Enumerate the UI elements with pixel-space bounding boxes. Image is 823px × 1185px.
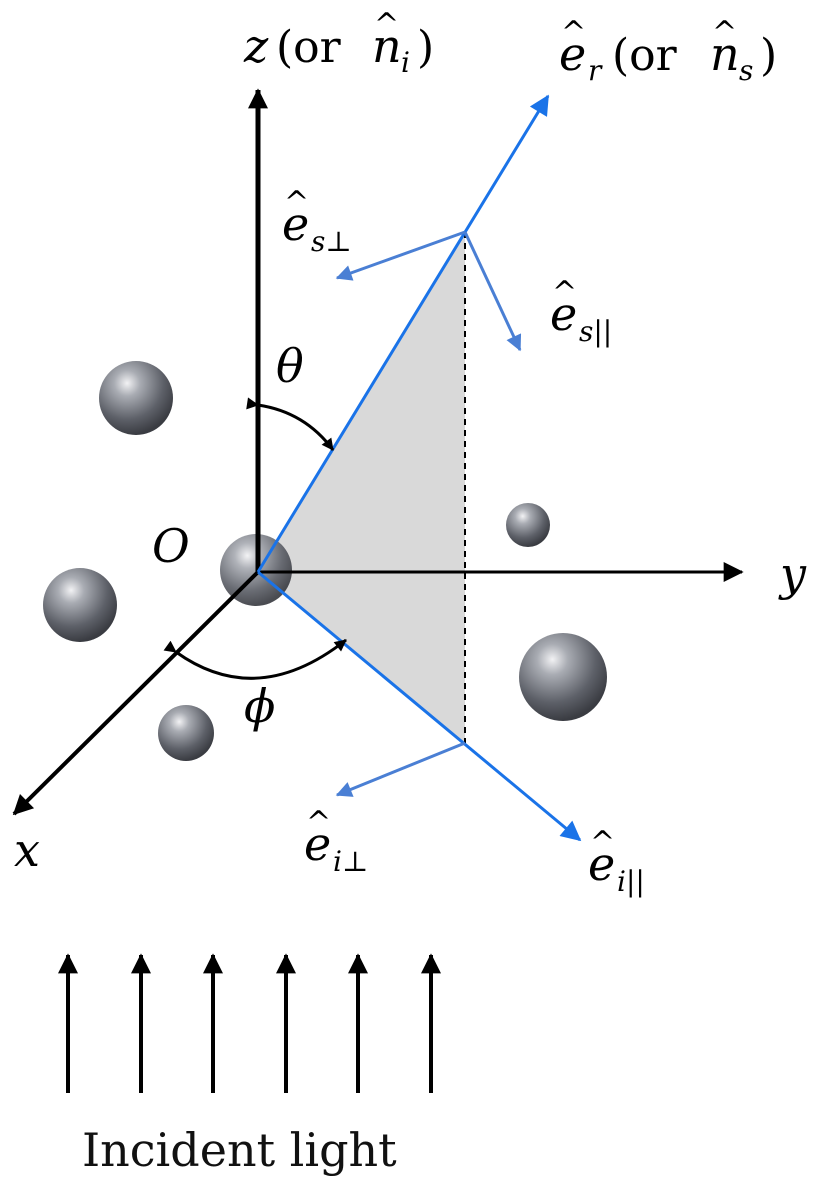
es-parallel-label: e ^ s|| xyxy=(550,275,612,348)
es-par-subscript: s|| xyxy=(579,315,612,348)
ei-perp-label: e ^ i⊥ xyxy=(304,805,368,878)
y-label: y xyxy=(778,547,807,601)
z-axis-label: z (or n ^ i ) xyxy=(243,7,434,79)
incident-light-arrows xyxy=(58,953,441,1093)
ei-parallel-label: e ^ i|| xyxy=(588,825,645,898)
ei-parallel-vector xyxy=(257,570,582,842)
ei-perp-symbol: e xyxy=(304,817,331,871)
hat-mark: ^ xyxy=(712,15,737,50)
hat-mark: ^ xyxy=(590,825,615,860)
es-parallel-vector xyxy=(463,231,522,352)
er-paren-close: ) xyxy=(760,30,777,81)
ns-symbol: n xyxy=(710,27,740,81)
phi-label: ϕ xyxy=(244,679,275,733)
scattering-plane xyxy=(258,230,465,743)
er-label: e ^ r (or n ^ s ) xyxy=(559,15,777,87)
ei-perp-vector xyxy=(335,741,466,797)
sphere-icon xyxy=(519,633,607,721)
es-perp-symbol: e xyxy=(282,197,309,251)
hat-mark: ^ xyxy=(374,7,399,42)
sphere-icon xyxy=(506,503,550,547)
hat-mark: ^ xyxy=(552,275,577,310)
sphere-icon xyxy=(43,568,117,642)
n-symbol: n xyxy=(372,19,402,73)
phi-arc xyxy=(163,638,347,680)
er-paren-open: (or xyxy=(612,30,678,81)
sphere-icon xyxy=(99,361,173,435)
ei-par-subscript: i|| xyxy=(617,865,645,898)
hat-mark: ^ xyxy=(306,805,331,840)
theta-arc xyxy=(246,397,335,451)
n-subscript: i xyxy=(401,46,410,79)
z-paren-open: (or xyxy=(276,22,342,73)
x-axis xyxy=(12,570,260,816)
theta-label: θ xyxy=(276,339,304,393)
es-perp-vector xyxy=(335,230,466,281)
z-label: z xyxy=(243,19,269,73)
er-symbol: e xyxy=(559,27,586,81)
ei-par-symbol: e xyxy=(588,837,615,891)
ns-subscript: s xyxy=(739,54,753,87)
x-label: x xyxy=(14,823,40,877)
sphere-icon xyxy=(158,705,214,761)
z-paren-close: ) xyxy=(417,22,434,73)
hat-mark: ^ xyxy=(561,15,586,50)
es-perp-subscript: s⊥ xyxy=(311,225,352,258)
er-vector xyxy=(256,94,550,573)
es-perp-label: e ^ s⊥ xyxy=(282,185,352,258)
origin-label: O xyxy=(152,519,190,573)
er-subscript: r xyxy=(588,54,603,87)
incident-light-caption: Incident light xyxy=(82,1123,397,1177)
ei-perp-subscript: i⊥ xyxy=(333,845,368,878)
es-par-symbol: e xyxy=(550,287,577,341)
hat-mark: ^ xyxy=(284,185,309,220)
